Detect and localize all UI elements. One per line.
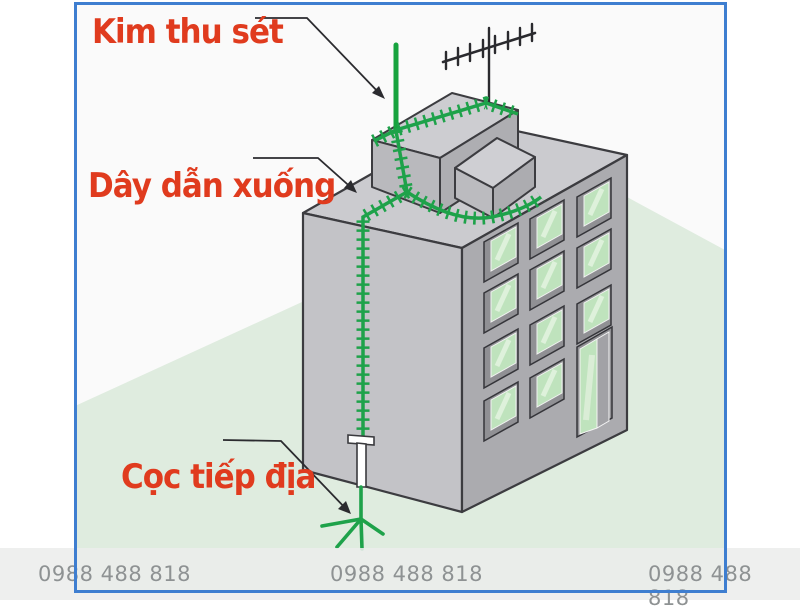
building-left-face: [301, 211, 464, 514]
tall-door-window: [576, 325, 613, 439]
label-ground-rod: Cọc tiếp địa: [121, 457, 316, 497]
window: [576, 283, 612, 346]
test-joint: [347, 434, 375, 488]
phone-watermark-bar: 0988 488 818 0988 488 818 0988 488 818: [0, 548, 800, 610]
leader-arrows: [222, 17, 385, 514]
window: [529, 357, 565, 420]
label-down-conductor: Dây dẫn xuống: [88, 166, 336, 206]
window: [483, 272, 519, 335]
window: [483, 327, 519, 390]
ground-electrode: [320, 485, 385, 551]
down-conductor-path: [356, 96, 545, 437]
phone-number: 0988 488 818: [38, 562, 191, 586]
label-lightning-rod: Kim thu sét: [92, 12, 284, 52]
phone-number: 0988 488 818: [330, 562, 483, 586]
leader-arrow-down-conductor: [253, 157, 356, 192]
window: [529, 198, 565, 261]
window-grid: [483, 176, 613, 443]
rooftop-small-box: [454, 137, 536, 219]
window: [529, 304, 565, 367]
window: [529, 249, 565, 312]
window: [576, 227, 612, 290]
window: [483, 380, 519, 443]
leader-arrow-lightning-rod: [255, 17, 382, 96]
window: [483, 221, 519, 284]
phone-number: 0988 488 818: [648, 562, 753, 610]
window: [576, 176, 612, 239]
leader-arrow-ground-rod: [222, 439, 350, 513]
tv-antenna-icon: [441, 22, 537, 105]
